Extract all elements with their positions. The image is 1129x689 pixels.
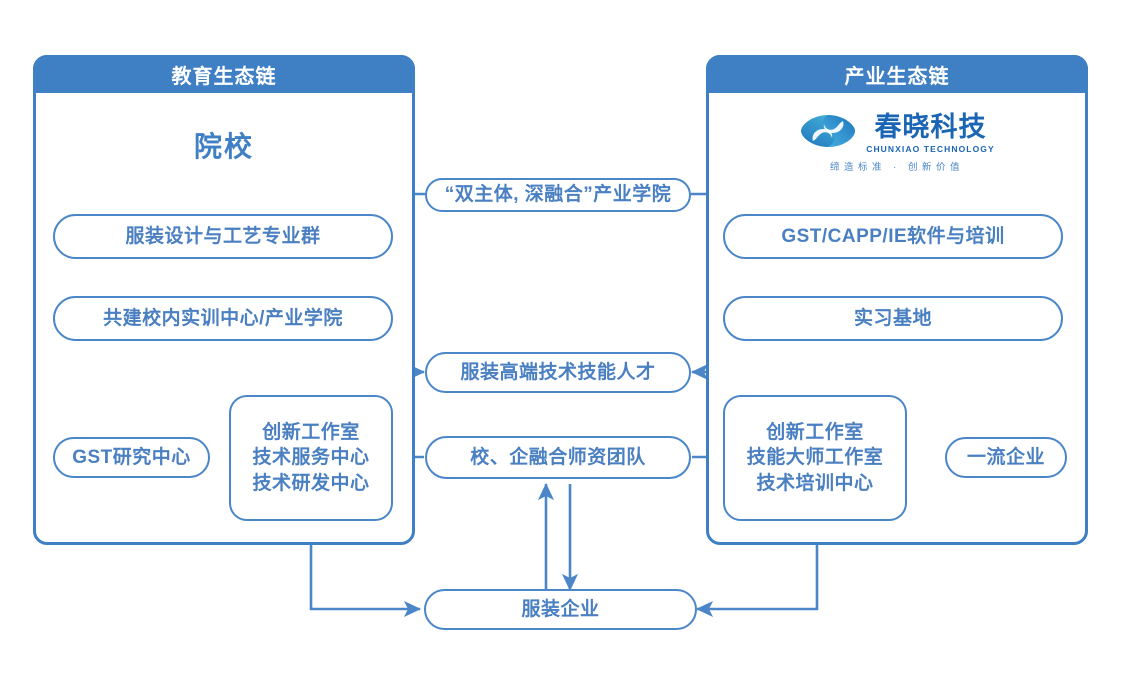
node-apparel-enterprise[interactable]: 服装企业	[424, 589, 697, 630]
node-faculty-team[interactable]: 校、企融合师资团队	[425, 436, 691, 479]
node-top-enterprise[interactable]: 一流企业	[945, 437, 1067, 478]
node-right-centers[interactable]: 创新工作室 技能大师工作室 技术培训中心	[723, 395, 907, 521]
node-gst-research-center[interactable]: GST研究中心	[53, 437, 210, 478]
node-training-center[interactable]: 共建校内实训中心/产业学院	[53, 296, 393, 341]
node-software-training[interactable]: GST/CAPP/IE软件与培训	[723, 214, 1063, 259]
logo-name-cn: 春晓科技	[874, 111, 987, 142]
logo-name-en: CHUNXIAO TECHNOLOGY	[866, 143, 995, 154]
node-internship-base[interactable]: 实习基地	[723, 296, 1063, 341]
node-left-centers[interactable]: 创新工作室 技术服务中心 技术研发中心	[229, 395, 393, 521]
left-panel-heading: 院校	[193, 131, 254, 162]
chunxiao-eye-icon	[799, 113, 857, 154]
node-major-group[interactable]: 服装设计与工艺专业群	[53, 214, 393, 259]
logo-tagline: 缔造标准 · 创新价值	[830, 162, 964, 173]
company-logo: 春晓科技 CHUNXIAO TECHNOLOGY 缔造标准 · 创新价值	[793, 113, 1001, 173]
node-talent[interactable]: 服装高端技术技能人才	[425, 352, 691, 393]
panel-education-title: 教育生态链	[33, 55, 415, 93]
panel-industry-title: 产业生态链	[706, 55, 1088, 93]
node-industry-college[interactable]: “双主体, 深融合”产业学院	[425, 178, 691, 212]
